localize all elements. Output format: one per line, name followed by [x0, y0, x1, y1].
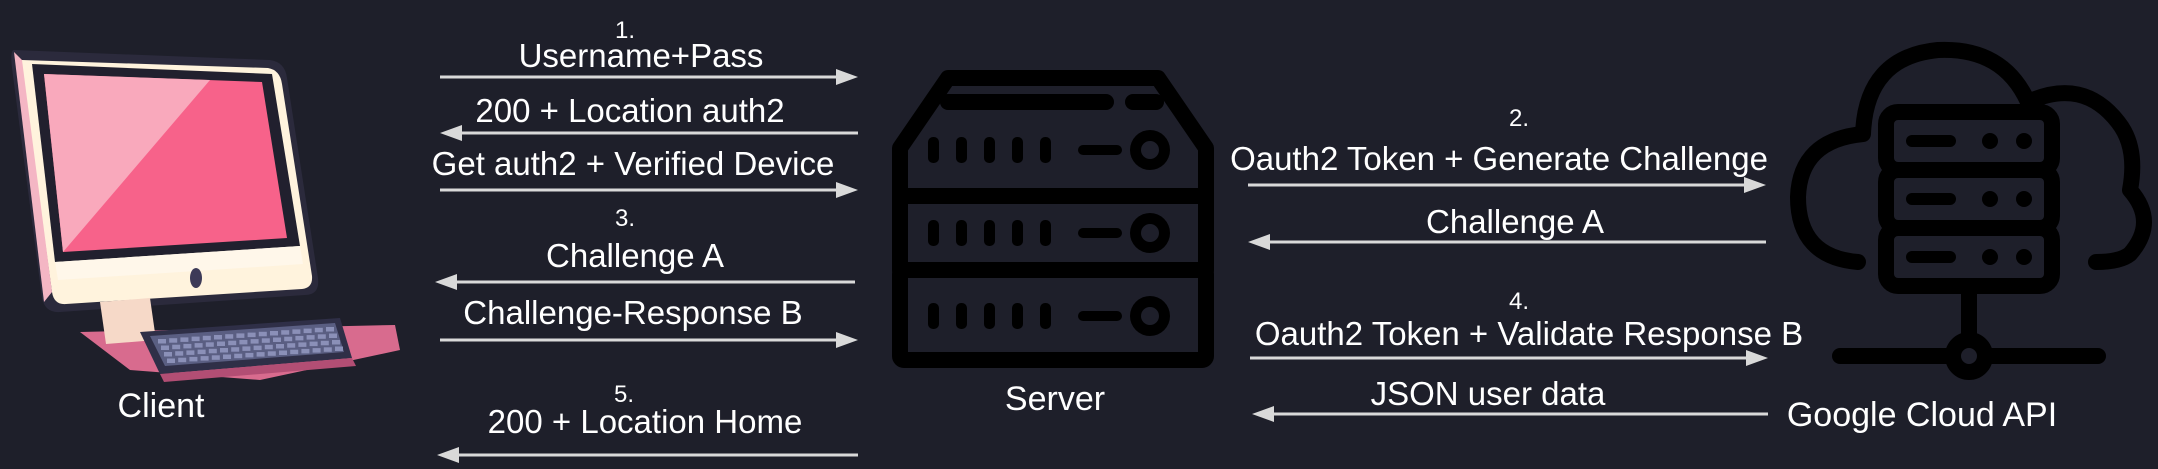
- get-auth2-label: Get auth2 + Verified Device: [431, 145, 835, 182]
- step-1-number: 1.: [614, 17, 636, 44]
- oauth-generate-challenge-label: Oauth2 Token + Generate Challenge: [1230, 140, 1768, 177]
- arrow-challenge-a-right: [1248, 234, 1766, 250]
- challenge-response-b-label: Challenge-Response B: [463, 294, 803, 331]
- oauth-validate-response-label: Oauth2 Token + Validate Response B: [1254, 315, 1804, 352]
- arrow-location-home: [437, 447, 858, 463]
- step-4-number: 4.: [1508, 288, 1530, 315]
- username-pass-label: Username+Pass: [518, 37, 764, 74]
- arrow-oauth-generate: [1248, 177, 1766, 193]
- step-3-number: 3.: [614, 205, 636, 232]
- arrow-json-user-data: [1252, 406, 1768, 422]
- arrow-challenge-response-b: [440, 332, 858, 348]
- step-5-number: 5.: [613, 381, 635, 408]
- step-2-number: 2.: [1508, 105, 1530, 132]
- server-rack-icon: [892, 70, 1214, 368]
- google-cloud-api-label: Google Cloud API: [1786, 396, 2058, 434]
- arrow-challenge-a-left: [435, 274, 855, 290]
- arrow-get-auth2: [440, 182, 858, 198]
- server-label: Server: [1004, 380, 1106, 418]
- arrow-location-auth2: [440, 125, 858, 141]
- arrow-oauth-validate: [1250, 350, 1768, 366]
- arrow-username-pass: [440, 69, 858, 85]
- json-user-data-label: JSON user data: [1370, 375, 1606, 412]
- challenge-a-left-label: Challenge A: [546, 237, 724, 274]
- desktop-computer-icon: [11, 50, 400, 382]
- location-auth2-label: 200 + Location auth2: [475, 92, 785, 129]
- challenge-a-right-label: Challenge A: [1426, 203, 1604, 240]
- location-home-label: 200 + Location Home: [487, 403, 803, 440]
- client-label: Client: [117, 387, 205, 425]
- cloud-server-icon: [1790, 41, 2152, 380]
